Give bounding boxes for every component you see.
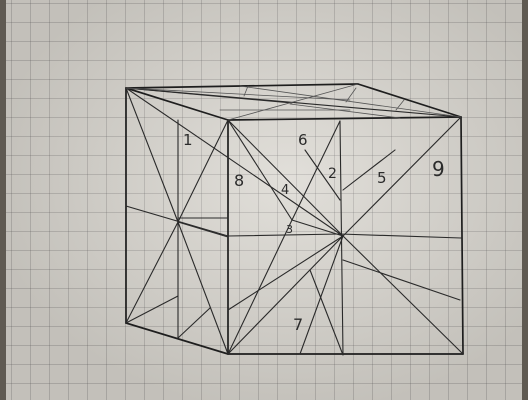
region-label-9: 9 xyxy=(432,157,445,181)
region-label-7: 7 xyxy=(293,315,303,334)
region-label-6: 6 xyxy=(298,131,308,149)
region-label-4: 4 xyxy=(281,183,289,198)
region-label-5: 5 xyxy=(377,169,387,187)
top-strip-lines xyxy=(126,84,461,120)
region-label-2: 2 xyxy=(328,166,337,182)
region-labels: 1 6 8 4 2 5 9 3 7 xyxy=(183,131,445,334)
region-label-1: 1 xyxy=(183,131,193,149)
region-label-3: 3 xyxy=(286,223,293,236)
region-label-8: 8 xyxy=(234,171,244,190)
